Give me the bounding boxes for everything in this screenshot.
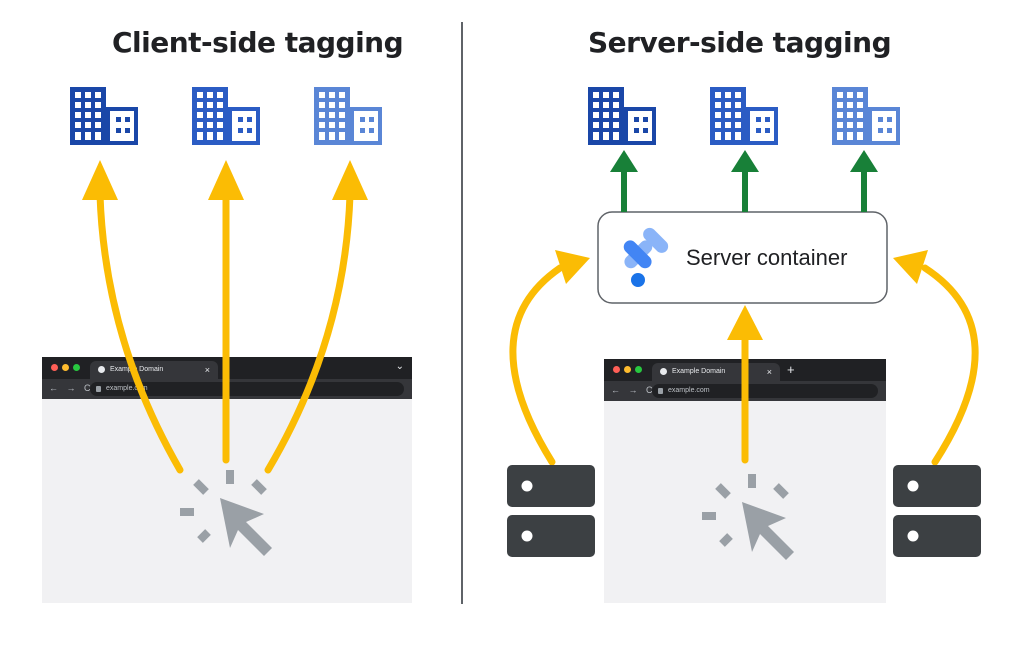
cursor-click-icon bbox=[702, 474, 794, 560]
close-dot-icon bbox=[51, 364, 58, 371]
new-tab-icon[interactable]: + bbox=[787, 362, 795, 377]
arrow-server-left bbox=[509, 264, 564, 466]
server-rack-icon bbox=[893, 465, 981, 507]
building-icon bbox=[832, 87, 900, 145]
panel-divider bbox=[461, 22, 463, 604]
tab-close-icon[interactable]: × bbox=[204, 365, 210, 375]
close-dot-icon bbox=[613, 366, 620, 373]
globe-icon bbox=[98, 366, 105, 373]
chevron-down-icon[interactable]: ⌄ bbox=[395, 361, 404, 372]
url-text: example.com bbox=[668, 387, 710, 394]
arrowhead-icon bbox=[555, 250, 590, 284]
arrow-server-right bbox=[921, 264, 979, 466]
minimize-dot-icon bbox=[62, 364, 69, 371]
arrowhead-icon bbox=[332, 160, 368, 200]
lock-icon bbox=[658, 388, 663, 394]
building-icon bbox=[588, 87, 656, 145]
arrowhead-icon bbox=[893, 250, 928, 284]
building-icon bbox=[70, 87, 138, 145]
url-field[interactable]: example.com bbox=[652, 384, 878, 398]
url-text: example.com bbox=[106, 385, 148, 392]
maximize-dot-icon bbox=[635, 366, 642, 373]
minimize-dot-icon bbox=[624, 366, 631, 373]
globe-icon bbox=[660, 368, 667, 375]
building-icon bbox=[192, 87, 260, 145]
arrow-left bbox=[96, 191, 184, 474]
arrowhead-icon bbox=[82, 160, 118, 200]
arrow-right bbox=[264, 191, 354, 474]
arrowhead-icon bbox=[731, 150, 759, 172]
cursor-click-icon bbox=[180, 470, 272, 556]
tab-close-icon[interactable]: × bbox=[766, 367, 772, 377]
server-rack-icon bbox=[893, 515, 981, 557]
building-icon bbox=[710, 87, 778, 145]
client-side-title: Client-side tagging bbox=[112, 26, 404, 59]
nav-buttons[interactable]: ← → C bbox=[49, 383, 94, 393]
server-container-label: Server container bbox=[686, 245, 848, 270]
maximize-dot-icon bbox=[73, 364, 80, 371]
tab-title: Example Domain bbox=[672, 368, 726, 375]
nav-buttons[interactable]: ← → C bbox=[611, 385, 656, 395]
url-field[interactable]: example.com bbox=[90, 382, 404, 396]
lock-icon bbox=[96, 386, 101, 392]
server-rack-icon bbox=[507, 465, 595, 507]
arrowhead-icon bbox=[850, 150, 878, 172]
arrowhead-icon bbox=[727, 305, 763, 340]
tag-manager-icon bbox=[623, 227, 669, 287]
building-icon bbox=[314, 87, 382, 145]
arrowhead-icon bbox=[208, 160, 244, 200]
arrowhead-icon bbox=[610, 150, 638, 172]
server-rack-icon bbox=[507, 515, 595, 557]
server-side-title: Server-side tagging bbox=[588, 26, 892, 59]
